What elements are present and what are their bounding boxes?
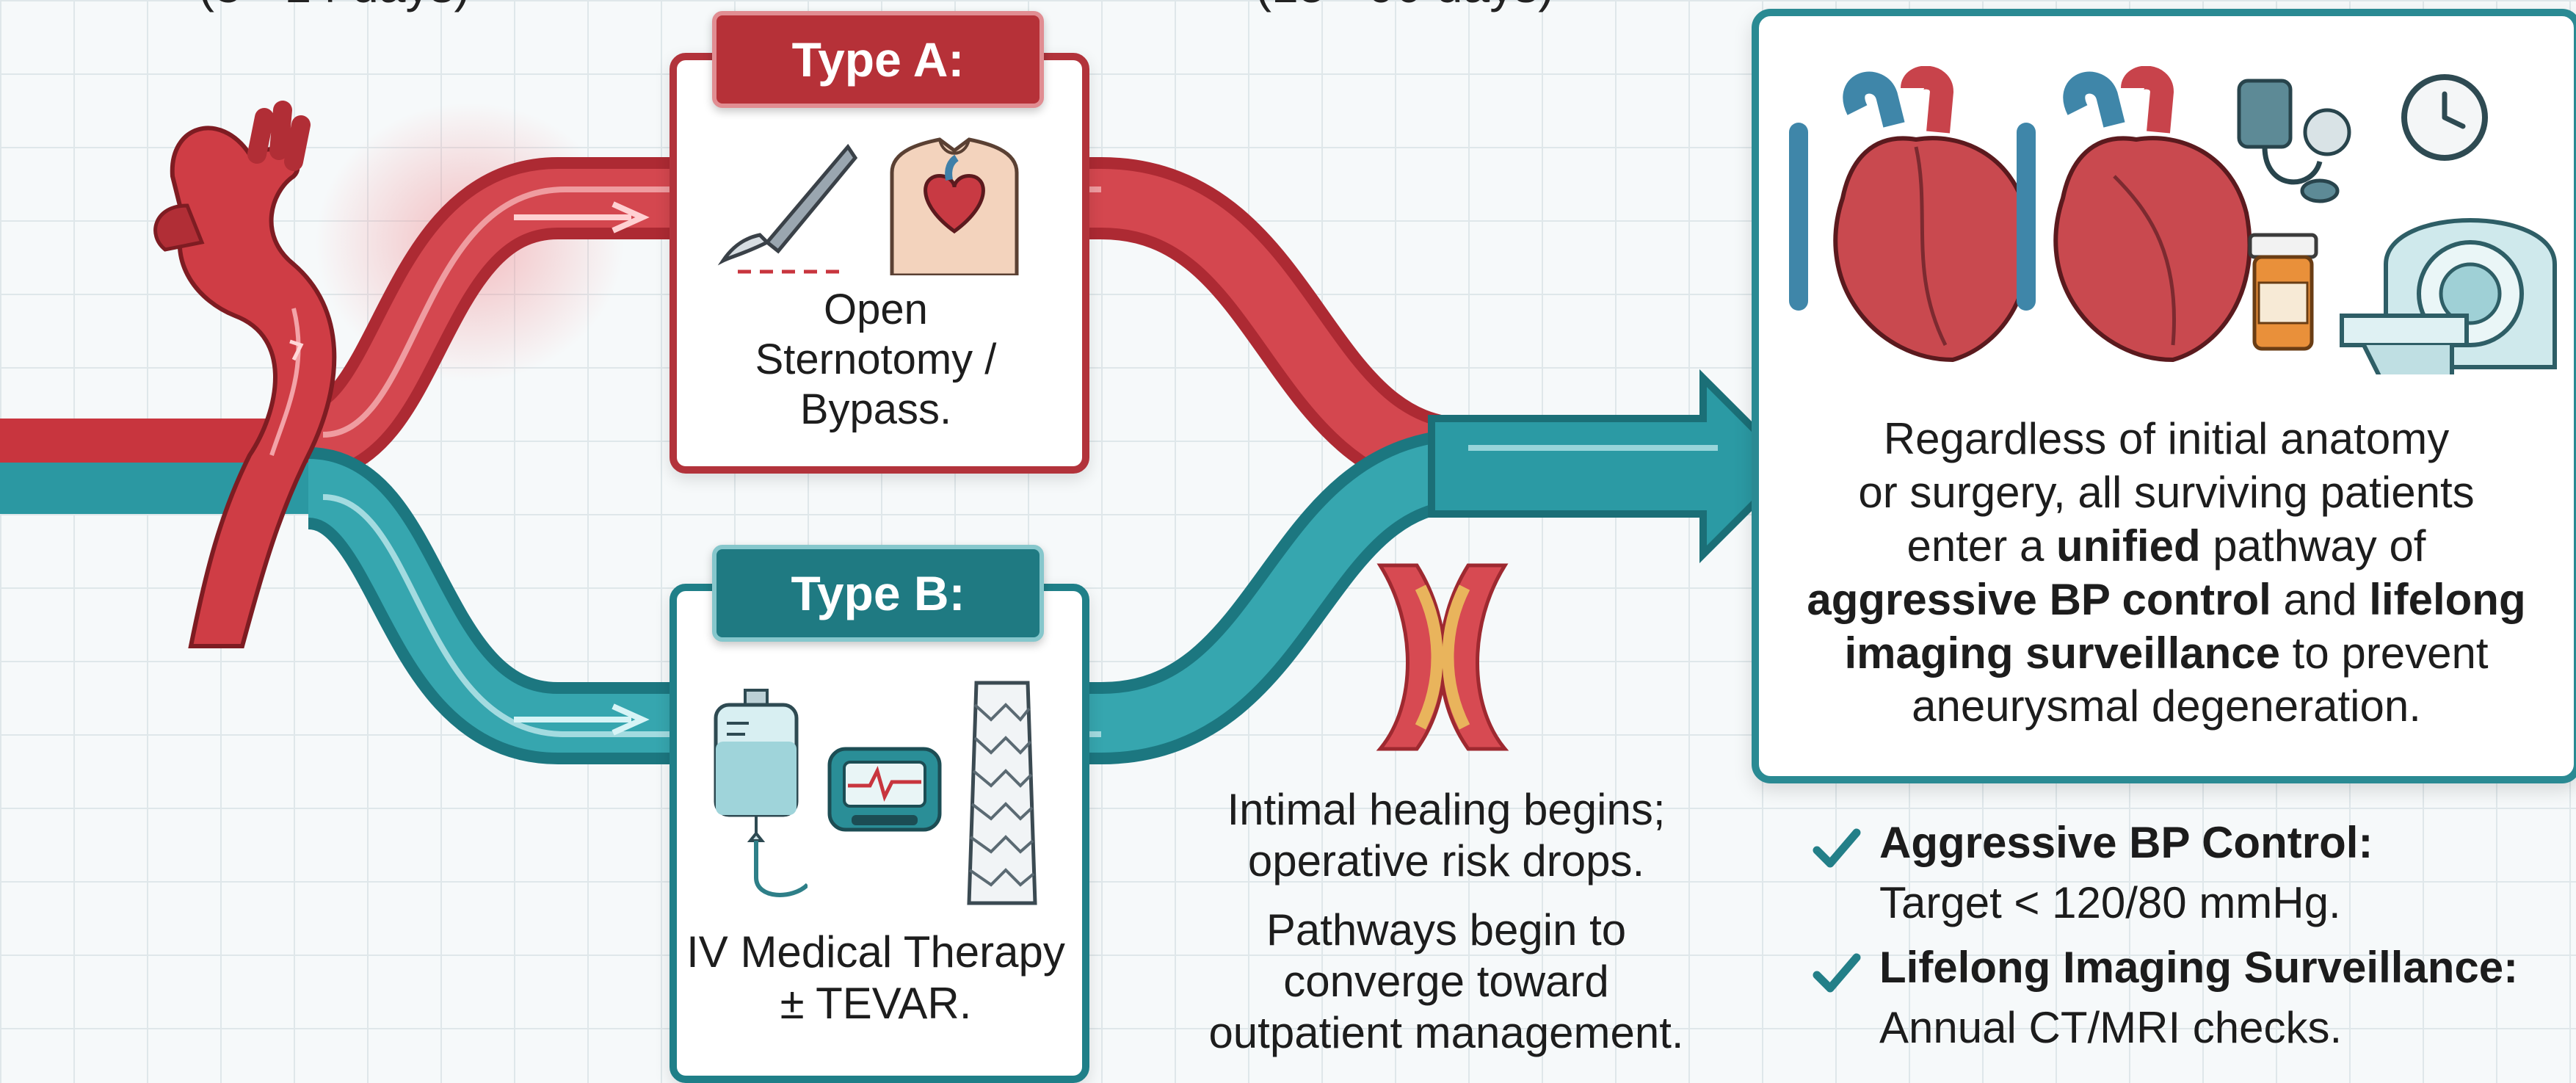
merge-arrow (1432, 378, 1791, 554)
phase-label-acute: (3 - 14 days) (198, 0, 470, 13)
heart-monitor-icon (822, 742, 947, 852)
checkmark-icon (1811, 947, 1862, 999)
checklist-title: Aggressive BP Control: (1879, 816, 2373, 869)
summary-line-5: imaging surveillance to prevent (1759, 627, 2574, 681)
checklist-detail: Target < 120/80 mmHg. (1879, 877, 2341, 930)
summary-line-1: Regardless of initial anatomy (1759, 413, 2574, 466)
iv-bag-icon (705, 687, 808, 907)
scalpel-icon (716, 132, 863, 279)
type-b-treatment: IV Medical Therapy ± TEVAR. (684, 927, 1067, 1029)
checkmark-icon (1811, 822, 1862, 874)
stent-graft-icon (954, 675, 1050, 910)
type-b-tag: Type B: (712, 545, 1044, 642)
summary-line-2: or surgery, all surviving patients (1759, 466, 2574, 520)
type-a-treatment: Open Sternotomy / Bypass. (684, 285, 1067, 435)
transition-note-healing: Intimal healing begins; operative risk d… (1204, 784, 1688, 887)
unified-pathway-text: Regardless of initial anatomy or surgery… (1759, 413, 2574, 734)
ct-scanner-icon (2342, 220, 2555, 374)
checklist-detail: Annual CT/MRI checks. (1879, 1001, 2342, 1054)
vessel-wall-healing-icon (1380, 565, 1505, 749)
summary-line-6: aneurysmal degeneration. (1759, 680, 2574, 734)
phase-label-subacute: (15 - 90 days) (1255, 0, 1554, 13)
summary-illustrations (1784, 66, 2562, 374)
torso-heart-icon (870, 128, 1039, 275)
aorta-dissection-icon (156, 110, 335, 646)
summary-line-3: enter a unified pathway of (1759, 520, 2574, 573)
transition-note-converge: Pathways begin to converge toward outpat… (1204, 905, 1688, 1060)
type-a-tag: Type A: (712, 11, 1044, 108)
heart-icon-2 (2026, 78, 2249, 360)
checklist-title: Lifelong Imaging Surveillance: (1879, 941, 2518, 994)
clock-icon (2404, 77, 2485, 158)
pill-bottle-icon (2250, 235, 2316, 349)
summary-line-4: aggressive BP control and lifelong (1759, 573, 2574, 627)
blood-pressure-cuff-icon (2239, 81, 2349, 201)
heart-icon (1799, 78, 2029, 360)
